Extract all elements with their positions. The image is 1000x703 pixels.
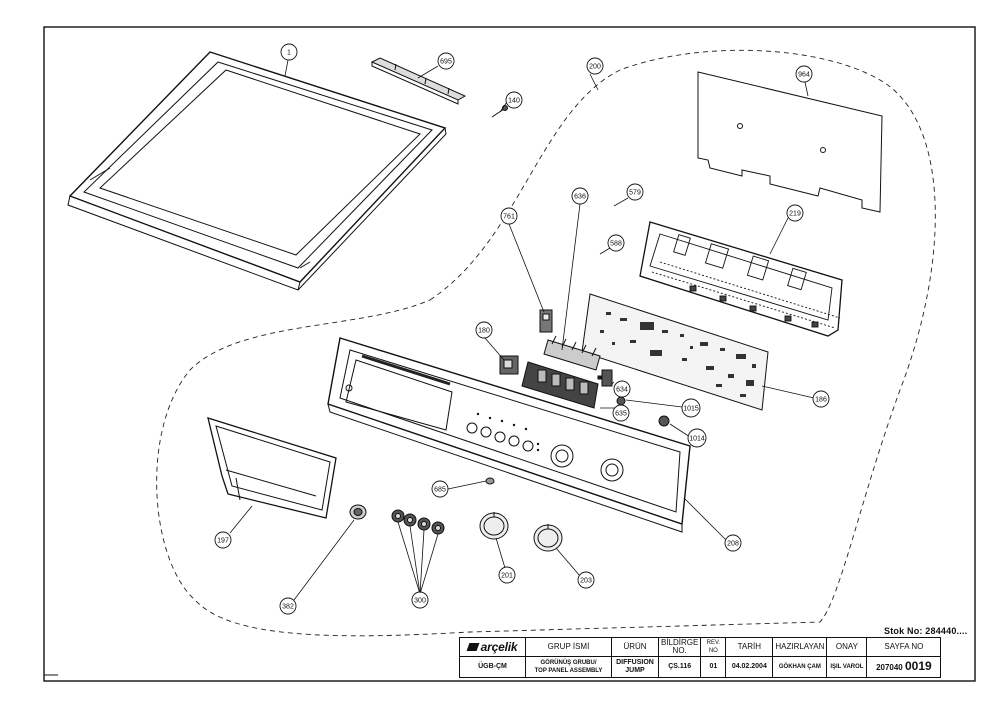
callout-label-140: 140 <box>508 98 520 105</box>
callout-1014: 1014 <box>687 428 707 448</box>
callout-1: 1 <box>280 43 298 61</box>
top-lid-part <box>67 51 447 291</box>
knob-382-part <box>349 504 367 520</box>
callout-140: 140 <box>505 91 523 109</box>
callout-180: 180 <box>475 321 493 339</box>
rev-header: REV. NO <box>700 637 727 657</box>
callout-label-685: 685 <box>434 487 446 494</box>
group-name: GÖRÜNÜŞ GRUBU/ TOP PANEL ASSEMBLY <box>525 656 612 678</box>
approved-by: IŞIL VAROL <box>826 656 868 678</box>
callout-label-300: 300 <box>414 598 426 605</box>
prepared-header: HAZIRLAYAN <box>772 637 828 657</box>
subassembly-boundary <box>156 49 936 637</box>
knobs-201-203-part <box>479 512 563 552</box>
callout-balloons: 1 695 140 200 964 579 636 761 588 219 18… <box>214 43 830 615</box>
notice-number: ÇS.116 <box>657 656 702 678</box>
callout-label-208: 208 <box>727 541 739 548</box>
switch-180-part <box>499 355 519 375</box>
callout-label-635: 635 <box>615 411 627 418</box>
callout-label-382: 382 <box>282 604 294 611</box>
callout-label-695: 695 <box>440 59 452 66</box>
approval-header: ONAY <box>826 637 868 657</box>
brand-mark-icon <box>466 643 480 652</box>
callout-1015: 1015 <box>681 398 701 418</box>
control-panel-part <box>327 337 691 533</box>
callout-634: 634 <box>613 380 631 398</box>
pin-685-part <box>485 477 495 485</box>
callout-219: 219 <box>786 204 804 222</box>
button-block-part <box>521 361 599 409</box>
callout-label-588: 588 <box>610 241 622 248</box>
page-header: SAYFA NO <box>866 637 942 657</box>
callout-label-180: 180 <box>478 328 490 335</box>
product-header: ÜRÜN <box>611 637 659 657</box>
pcb-housing-part <box>639 221 843 337</box>
callout-636: 636 <box>571 187 589 205</box>
insulation-sheet-part <box>697 71 883 213</box>
title-block: arçelik GRUP İSMİ ÜRÜN BİLDİRGE NO. REV.… <box>459 637 942 678</box>
leader-lines <box>229 59 815 601</box>
led-holder-part <box>543 335 601 371</box>
callout-635: 635 <box>612 404 630 422</box>
product-name: DIFFUSION JUMP <box>611 656 659 678</box>
callout-label-1014: 1014 <box>689 436 705 443</box>
stock-number: Stok No: 284440.... <box>884 626 968 636</box>
date-value: 04.02.2004 <box>725 656 774 678</box>
part-761 <box>539 309 553 333</box>
rev-number: 01 <box>700 656 727 678</box>
callout-label-964: 964 <box>798 72 810 79</box>
callout-695: 695 <box>437 52 455 70</box>
callout-200: 200 <box>586 57 604 75</box>
callout-197: 197 <box>214 531 232 549</box>
date-header: TARİH <box>725 637 774 657</box>
callout-382: 382 <box>279 597 297 615</box>
callout-label-1015: 1015 <box>683 406 699 413</box>
bracket-strip-part <box>370 57 467 105</box>
callout-208: 208 <box>724 534 742 552</box>
callout-761: 761 <box>500 207 518 225</box>
callout-300: 300 <box>411 591 429 609</box>
buttons-300-part <box>391 509 445 535</box>
prepared-by: GÖKHAN ÇAM <box>772 656 828 678</box>
callout-label-201: 201 <box>501 573 513 580</box>
group-header: GRUP İSMİ <box>525 637 612 657</box>
callout-label-197: 197 <box>217 538 229 545</box>
page-number: 0019 <box>905 659 932 673</box>
callout-label-203: 203 <box>580 578 592 585</box>
callout-964: 964 <box>795 65 813 83</box>
brand-logo: arçelik <box>459 637 526 657</box>
callout-label-636: 636 <box>574 194 586 201</box>
drawing-frame <box>43 26 976 682</box>
callout-579: 579 <box>626 183 644 201</box>
callout-label-200: 200 <box>589 64 601 71</box>
callout-label-761: 761 <box>503 214 515 221</box>
callout-588: 588 <box>607 234 625 252</box>
brand-name: arçelik <box>480 639 518 654</box>
notice-header: BİLDİRGE NO. <box>657 637 702 657</box>
callout-201: 201 <box>498 566 516 584</box>
callout-label-1: 1 <box>287 50 291 57</box>
callout-label-579: 579 <box>629 190 641 197</box>
page-prefix: 207040 <box>876 663 903 672</box>
callout-label-634: 634 <box>616 387 628 394</box>
pcb-board-part <box>581 293 769 411</box>
drawer-front-part <box>207 417 337 519</box>
callout-label-186: 186 <box>815 397 827 404</box>
callout-label-219: 219 <box>789 211 801 218</box>
callout-685: 685 <box>431 480 449 498</box>
department: ÜGB-ÇM <box>459 656 526 678</box>
screw-140-part <box>491 105 508 118</box>
small-parts <box>597 369 670 427</box>
page-number-cell: 207040 0019 <box>866 656 942 678</box>
callout-186: 186 <box>812 390 830 408</box>
callout-203: 203 <box>577 571 595 589</box>
